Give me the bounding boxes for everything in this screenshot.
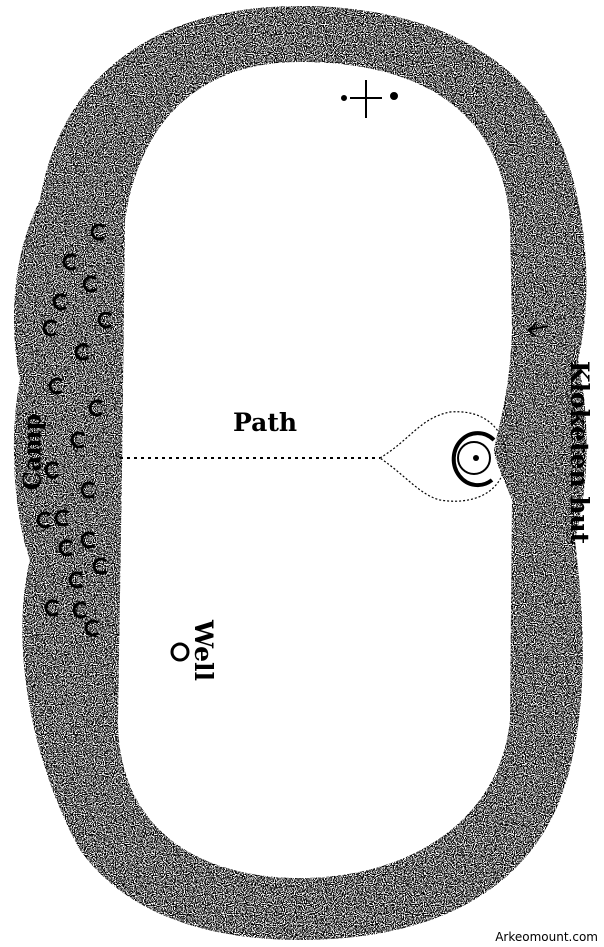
hut-marker-icon [88,399,104,417]
hut-marker-icon [70,431,86,449]
hut-marker-icon [80,481,96,499]
hut-pointer-arrow [527,323,549,337]
kloketen-hut-icon [451,431,496,488]
hut-marker-icon [52,293,68,311]
well-circle-icon [170,642,190,662]
hut-marker-icon [82,275,98,293]
camp-huts [36,223,113,637]
path-label: Path [233,408,298,437]
camp-label: Camp [17,413,47,491]
hut-marker-icon [90,223,106,241]
well-label: Well [188,620,218,681]
kloketen-hut-label: Kloketen hut [565,360,595,545]
hut-marker-icon [44,461,60,479]
hut-marker-icon [62,253,78,271]
hut-marker-icon [97,311,113,329]
compass-rose-icon [341,80,398,118]
hut-marker-icon [54,509,70,527]
stippled-ring [13,6,587,940]
hut-marker-icon [72,601,88,619]
hut-marker-icon [58,539,74,557]
kloketen-hut-enclosure [378,411,507,502]
hut-marker-icon [44,599,60,617]
hut-marker-icon [42,319,58,337]
hut-marker-icon [68,571,84,589]
hut-marker-icon [80,531,96,549]
hut-marker-icon [74,343,90,361]
hut-marker-icon [48,377,64,395]
credit-text: Arkeomount.com [495,930,598,944]
hut-marker-icon [92,557,108,575]
hut-marker-icon [36,511,52,529]
hut-marker-icon [84,619,100,637]
